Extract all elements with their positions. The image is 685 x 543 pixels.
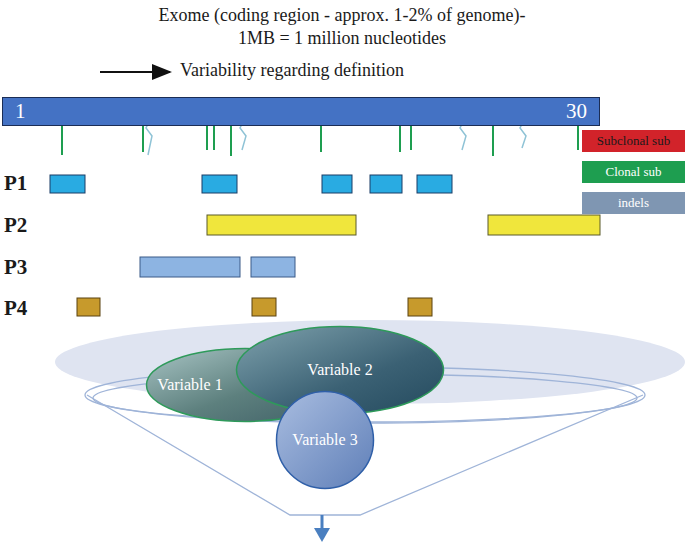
genome-bar: 1 30	[2, 97, 600, 126]
variable-ellipse: Variable 3	[275, 390, 375, 490]
bar-end-number: 30	[566, 99, 587, 124]
legend-swatch: indels	[582, 192, 685, 214]
ellipse-label: Variable 2	[307, 361, 372, 379]
bar-end-number: 1	[15, 99, 26, 124]
legend-text: indels	[582, 192, 685, 214]
legend-swatch: Subclonal sub	[582, 130, 685, 152]
ellipse-label: Variable 3	[292, 431, 357, 449]
ellipse-label: Variable 1	[157, 376, 222, 394]
legend-text: Subclonal sub	[582, 130, 685, 152]
subtitle-label: Variability regarding definition	[180, 60, 404, 81]
patient-label: P2	[4, 213, 27, 238]
patient-label: P4	[4, 296, 27, 321]
legend-swatch: Clonal sub	[582, 161, 685, 183]
patient-label: P3	[4, 255, 27, 280]
title: Exome (coding region - approx. 1-2% of g…	[142, 4, 542, 50]
legend-text: Clonal sub	[582, 161, 685, 183]
patient-label: P1	[4, 171, 27, 196]
